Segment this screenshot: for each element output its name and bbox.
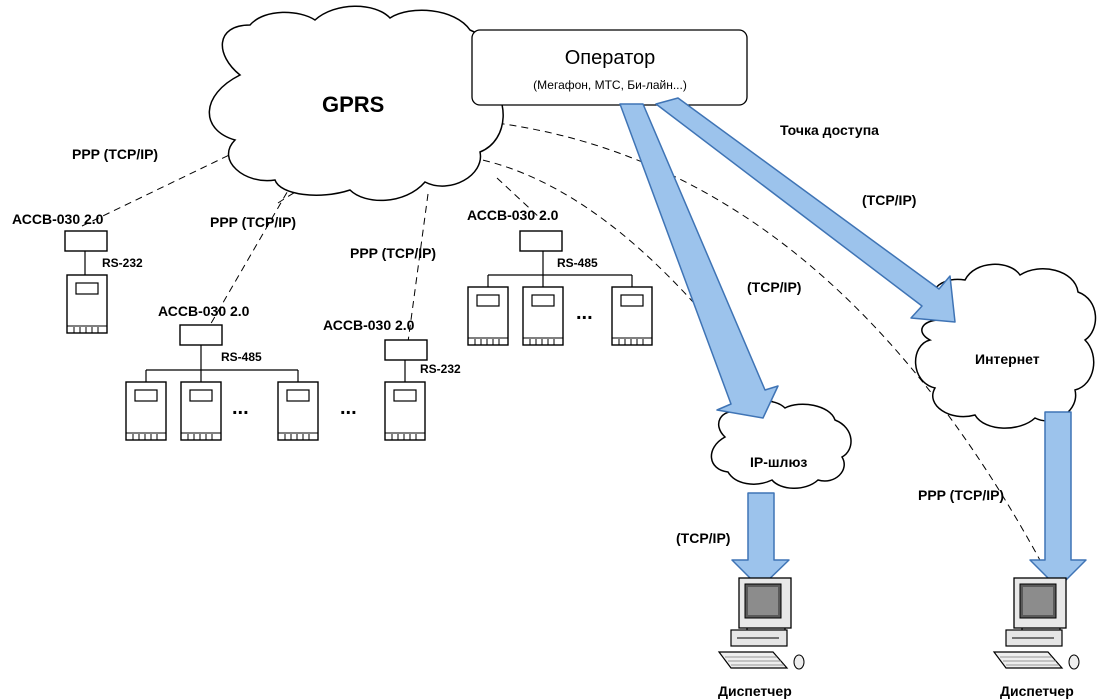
device-group-2	[125, 324, 319, 441]
operator-subtitle: (Мегафон, МТС, Би-лайн...)	[533, 78, 687, 92]
device-label-1: АССВ-030 2.0	[12, 211, 104, 227]
operator-box	[471, 29, 748, 106]
ellipsis-3: ...	[576, 302, 593, 324]
device-label-4: АССВ-030 2.0	[467, 207, 559, 223]
ppp-label-left: PPP (TCP/IP)	[72, 146, 158, 162]
rs485-label-2: RS-485	[557, 256, 598, 270]
tcpip-label-gateway: (TCP/IP)	[747, 279, 801, 295]
device-group-3	[384, 339, 428, 441]
ppp-label-mid: PPP (TCP/IP)	[210, 214, 296, 230]
rs232-label-1: RS-232	[102, 256, 143, 270]
ip-gateway-label: IP-шлюз	[750, 454, 807, 470]
arrows	[619, 97, 1087, 589]
rs485-label-1: RS-485	[221, 350, 262, 364]
dispatcher-label-2: Диспетчер	[1000, 683, 1074, 699]
ppp-label-right: PPP (TCP/IP)	[918, 487, 1004, 503]
ip-gateway-cloud	[710, 400, 852, 489]
gprs-cloud	[208, 5, 504, 202]
ellipsis-2: ...	[340, 397, 357, 419]
device-label-3: АССВ-030 2.0	[323, 317, 415, 333]
device-group-4	[467, 230, 653, 346]
rs232-label-2: RS-232	[420, 362, 461, 376]
tcpip-label-dispatcher: (TCP/IP)	[676, 530, 730, 546]
device-group-1	[64, 230, 108, 334]
access-point-label: Точка доступа	[780, 122, 879, 138]
tcpip-label-internet: (TCP/IP)	[862, 192, 916, 208]
dispatcher-computer-1	[718, 577, 805, 670]
dispatcher-label-1: Диспетчер	[718, 683, 792, 699]
ppp-label-center: PPP (TCP/IP)	[350, 245, 436, 261]
ellipsis-1: ...	[232, 397, 249, 419]
device-label-2: АССВ-030 2.0	[158, 303, 250, 319]
internet-cloud	[914, 263, 1097, 429]
operator-title: Оператор	[565, 47, 656, 69]
internet-label: Интернет	[975, 351, 1040, 367]
dispatcher-computer-2	[993, 577, 1080, 670]
gprs-label: GPRS	[322, 92, 384, 117]
